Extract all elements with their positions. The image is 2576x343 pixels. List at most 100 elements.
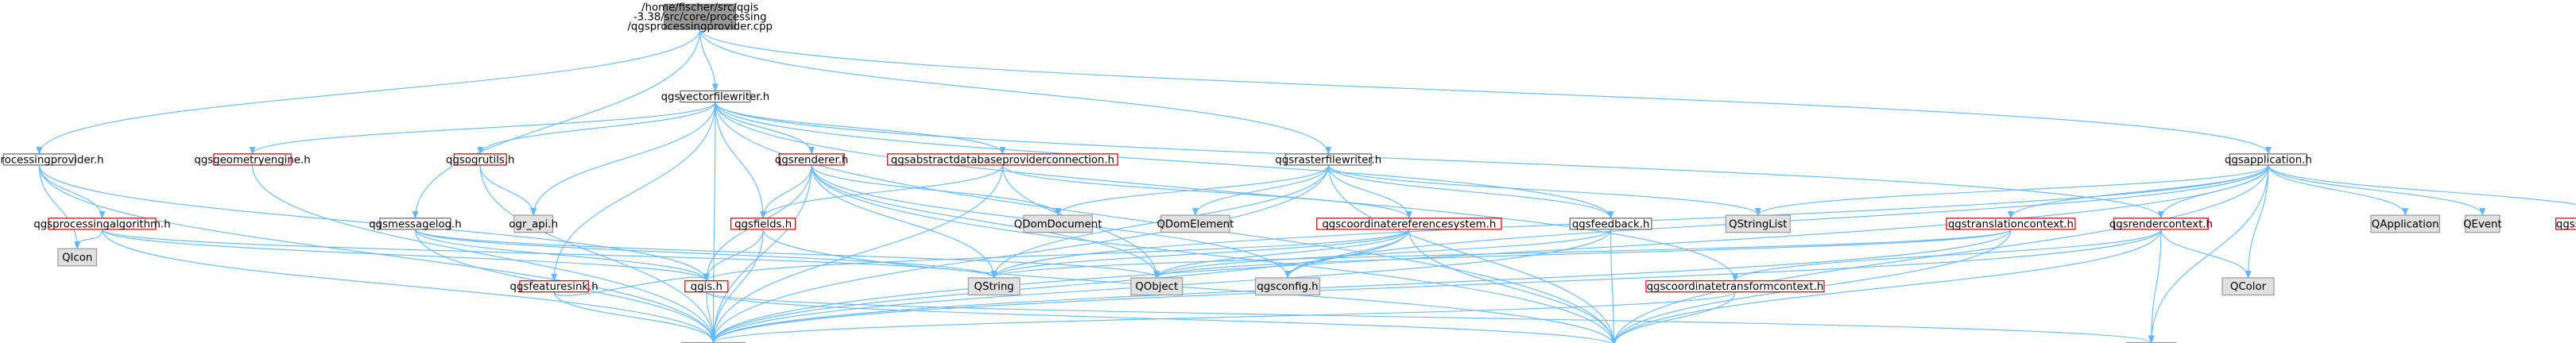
node-label-qdomdocument: QDomDocument <box>1014 218 1102 230</box>
node-qgsrendercontext[interactable]: qgsrendercontext.h <box>2109 218 2213 231</box>
node-box-ogr_api <box>513 214 554 233</box>
edge-qgsogrutils-to-qgis_core <box>479 164 717 343</box>
edge-qgsprocessingprovider-to-qicon <box>38 164 81 250</box>
edge-qgstranslationcontext-to-qstring <box>991 229 2012 279</box>
node-box-qgsrenderer <box>778 153 845 166</box>
edge-qgsfields-to-qgis_sip <box>762 229 1617 343</box>
node-label-qgscoordinatetransformcontext: qgscoordinatetransformcontext.h <box>1647 281 1824 293</box>
edge-qgscoordinatereferencesystem-to-qgis_sip <box>1408 229 1617 343</box>
edge-qgsvectorfilewriter-to-qgsrenderer <box>715 102 815 155</box>
edge-qgsfields-to-qgis <box>703 229 764 282</box>
node-label-qgsogrutils: qgsogrutils.h <box>446 154 514 166</box>
node-qgscoordinatetransformcontext[interactable]: qgscoordinatetransformcontext.h <box>1645 280 1825 294</box>
node-qgscoordinatereferencesystem[interactable]: qgscoordinatereferencesystem.h <box>1316 218 1502 231</box>
edge-qgsprocessingalgorithm-to-qgis_core <box>101 229 717 343</box>
edge-qgsmessagelog-to-qobject <box>414 229 1160 279</box>
edge-root-to-qgsprocessingprovider <box>36 29 701 155</box>
edge-qgscoordinatereferencesystem-to-qgis_core <box>710 229 1410 343</box>
graph-edges <box>36 29 2576 343</box>
node-label-qgsfeedback: qgsfeedback.h <box>1572 218 1650 230</box>
node-label-qcolor: QColor <box>2230 281 2267 293</box>
edge-qgsabstractdatabaseproviderconnection-to-qgis_core <box>710 164 1003 343</box>
node-label-qevent: QEvent <box>2463 218 2502 230</box>
node-qcolor: QColor <box>2222 277 2275 296</box>
edge-root-to-qgsvectorfilewriter <box>699 29 719 92</box>
edge-qgsapplication-to-qgssettingsentryimpl <box>2268 164 2576 205</box>
edge-qgsrasterfilewriter-to-qstringlist <box>1327 164 1761 217</box>
edge-qgsvectorfilewriter-to-qgsrendercontext <box>715 102 2164 219</box>
edge-qgsrasterfilewriter-to-qgis_core <box>710 164 1329 343</box>
node-qgis[interactable]: qgis.h <box>684 280 729 294</box>
node-box-qstringlist <box>1725 214 1791 233</box>
node-label-qicon: QIcon <box>62 252 92 264</box>
node-box-qgsgeometryengine <box>213 153 292 166</box>
node-box-qgsfeaturesink <box>519 280 589 293</box>
node-qgstranslationcontext[interactable]: qgstranslationcontext.h <box>1946 218 2076 231</box>
edge-qgsvectorfilewriter-to-qgsgeometryengine <box>249 102 716 155</box>
edge-qgsapplication-to-memory <box>2148 164 2269 343</box>
edge-qgscoordinatetransformcontext-to-qgis_sip <box>1610 291 1736 343</box>
node-qgsgeometryengine[interactable]: qgsgeometryengine.h <box>194 153 311 167</box>
node-qgsapplication[interactable]: qgsapplication.h <box>2225 153 2312 167</box>
node-qgsprocessingprovider[interactable]: qgsprocessingprovider.h <box>0 153 104 167</box>
node-label-root: /qgsprocessingprovider.cpp <box>627 21 773 33</box>
node-qgsprocessingalgorithm[interactable]: qgsprocessingalgorithm.h <box>33 218 171 231</box>
edge-qgscoordinatereferencesystem-to-qobject <box>1153 229 1410 279</box>
node-label-qgsrenderer: qgsrenderer.h <box>775 154 848 166</box>
edge-qgsapplication-to-qgstranslationcontext <box>2007 164 2269 219</box>
node-box-qdomdocument <box>1023 214 1093 233</box>
node-label-qgsmessagelog: qgsmessagelog.h <box>369 218 462 230</box>
edge-qgsvectorfilewriter-to-ogr_api <box>530 102 716 217</box>
node-qgsogrutils[interactable]: qgsogrutils.h <box>446 153 514 167</box>
node-box-qgscoordinatetransformcontext <box>1645 280 1825 293</box>
edge-qgsrendercontext-to-memory <box>2148 229 2162 343</box>
node-qevent: QEvent <box>2463 214 2502 233</box>
node-label-qgsvectorfilewriter: qgsvectorfilewriter.h <box>661 91 770 103</box>
node-box-qgsrendercontext <box>2113 218 2209 230</box>
edge-qgsrenderer-to-qgsfields <box>760 164 812 219</box>
node-box-qgsvectorfilewriter <box>680 90 751 103</box>
node-box-qcolor <box>2222 277 2275 296</box>
edge-qgsvectorfilewriter-to-qgsfields <box>715 102 767 219</box>
node-box-qgsapplication <box>2229 153 2308 166</box>
edge-qgsmessagelog-to-qstring <box>414 229 997 279</box>
edge-root-to-qgsapplication <box>699 29 2272 155</box>
node-qgsrasterfilewriter[interactable]: qgsrasterfilewriter.h <box>1275 153 1381 167</box>
edge-qgsrasterfilewriter-to-qdomelement <box>1191 164 1329 217</box>
edge-qgsapplication-to-qgis_sip <box>1610 164 2269 343</box>
node-box-qgsfeedback <box>1569 218 1652 230</box>
edge-qgsapplication-to-qapplication <box>2268 164 2409 217</box>
node-qstring: QString <box>967 277 1021 296</box>
node-label-qgsprocessingalgorithm: qgsprocessingalgorithm.h <box>33 218 170 230</box>
node-qgssettingsentryimpl[interactable]: qgssettingsentryimpl.h <box>2555 218 2576 231</box>
edge-qgsvectorfilewriter-to-qgscoordinatetransformcontext <box>715 102 1738 282</box>
node-box-qicon <box>57 248 98 267</box>
node-label-qgsapplication: qgsapplication.h <box>2225 154 2312 166</box>
node-box-qgsrasterfilewriter <box>1284 153 1372 166</box>
node-qgsfeaturesink[interactable]: qgsfeaturesink.h <box>510 280 598 294</box>
node-qdomdocument: QDomDocument <box>1014 214 1102 233</box>
node-qgsabstractdatabaseproviderconnection[interactable]: qgsabstractdatabaseproviderconnection.h <box>887 153 1118 167</box>
node-qgsfeedback[interactable]: qgsfeedback.h <box>1569 218 1652 231</box>
node-qgsvectorfilewriter[interactable]: qgsvectorfilewriter.h <box>661 90 770 103</box>
edge-qgsrasterfilewriter-to-qgsfeedback <box>1327 164 1614 219</box>
edge-qgsrendercontext-to-qgis_core <box>710 229 2162 343</box>
node-label-qgsrendercontext: qgsrendercontext.h <box>2109 218 2213 230</box>
node-box-qgsprocessingprovider <box>2 153 76 166</box>
node-qgsrenderer[interactable]: qgsrenderer.h <box>775 153 848 167</box>
edge-qgsvectorfilewriter-to-qgsogrutils <box>477 102 716 155</box>
edge-qgsmessagelog-to-qgis <box>414 229 710 282</box>
node-label-root: /home/fischer/src/qgis <box>641 2 758 14</box>
node-qobject: QObject <box>1130 277 1183 296</box>
node-box-qgsfields <box>730 218 796 230</box>
node-label-qgsfeaturesink: qgsfeaturesink.h <box>510 281 598 293</box>
node-qgsmessagelog[interactable]: qgsmessagelog.h <box>369 218 462 231</box>
node-qgsfields[interactable]: qgsfields.h <box>730 218 796 231</box>
node-label-qgscoordinatereferencesystem: qgscoordinatereferencesystem.h <box>1322 218 1496 230</box>
node-ogr_api: ogr_api.h <box>509 214 558 233</box>
node-root[interactable]: /home/fischer/src/qgis-3.38/src/core/pro… <box>627 2 773 33</box>
node-box-qapplication <box>2370 214 2440 233</box>
edge-qgsprocessingalgorithm-to-qgis <box>101 229 710 282</box>
